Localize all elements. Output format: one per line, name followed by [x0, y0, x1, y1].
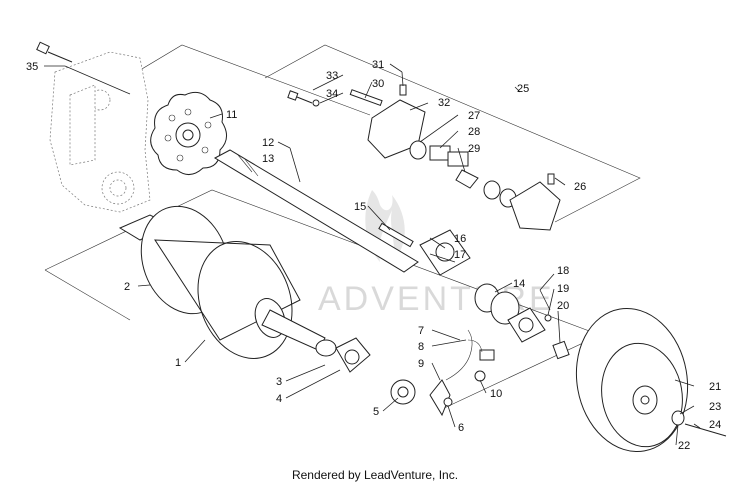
- callout-30: 30: [372, 78, 384, 90]
- part-5-gear: [390, 379, 416, 405]
- part-29-spring-clip: [455, 169, 479, 189]
- callout-29: 29: [468, 143, 480, 155]
- part-31-bleeder: [399, 84, 407, 96]
- callout-23: 23: [709, 401, 721, 413]
- callout-9: 9: [418, 358, 424, 370]
- callout-34: 34: [326, 88, 338, 100]
- callout-3: 3: [276, 376, 282, 388]
- part-15-key: [378, 222, 414, 248]
- callout-13: 13: [262, 153, 274, 165]
- part-10-nut: [474, 370, 486, 382]
- callout-19: 19: [557, 283, 569, 295]
- part-14-bearing: [474, 283, 520, 325]
- callout-17: 17: [454, 249, 466, 261]
- callout-32: 32: [438, 97, 450, 109]
- callout-28: 28: [468, 126, 480, 138]
- callout-26: 26: [574, 181, 586, 193]
- callout-33: 33: [326, 70, 338, 82]
- part-2-drive-axle: [118, 205, 326, 359]
- callout-35: 35: [26, 61, 38, 73]
- part-12-13-drive-shaft: [213, 149, 419, 273]
- part-6-bolt: [443, 397, 453, 407]
- part-16-17-bearing-plate: [419, 229, 471, 276]
- part-27-28-brake-pads: [409, 140, 469, 167]
- callout-labels: 1 2 3 4 5 6 7 8 9 10 11 12 13 14 15 16 1…: [26, 59, 721, 452]
- callout-24: 24: [709, 419, 721, 431]
- part-24-bolt: [684, 423, 727, 437]
- chaincase-housing: [49, 51, 151, 213]
- part-3-bearing: [315, 339, 337, 357]
- callout-8: 8: [418, 341, 424, 353]
- callout-14: 14: [513, 278, 525, 290]
- group-box-brake-assembly: [264, 44, 641, 223]
- callout-18: 18: [557, 265, 569, 277]
- part-4-bearing-flange: [335, 337, 371, 373]
- callout-21: 21: [709, 381, 721, 393]
- callout-16: 16: [454, 233, 466, 245]
- callout-4: 4: [276, 393, 282, 405]
- callout-12: 12: [262, 137, 274, 149]
- callout-1: 1: [175, 357, 181, 369]
- callout-25: 25: [517, 83, 529, 95]
- callout-7: 7: [418, 325, 424, 337]
- callout-2: 2: [124, 281, 130, 293]
- callout-10: 10: [490, 388, 502, 400]
- callout-27: 27: [468, 110, 480, 122]
- callout-20: 20: [557, 300, 569, 312]
- part-21-driven-clutch: [575, 307, 689, 453]
- callout-22: 22: [678, 440, 690, 452]
- part-7-9-speed-sensor: [429, 329, 495, 417]
- callout-31: 31: [372, 59, 384, 71]
- callout-5: 5: [373, 406, 379, 418]
- leader-lines: [44, 63, 701, 446]
- callout-15: 15: [354, 201, 366, 213]
- part-19-20-spacer: [544, 314, 570, 360]
- callout-11: 11: [226, 109, 237, 121]
- render-credit: Rendered by LeadVenture, Inc.: [291, 468, 459, 482]
- part-33-34-screw: [287, 90, 320, 107]
- part-18-bearing-flange: [507, 307, 546, 343]
- callout-6: 6: [458, 422, 464, 434]
- part-30-pin: [349, 89, 383, 106]
- part-26-caliper-half: [509, 173, 561, 231]
- part-11-brake-disc: [150, 91, 227, 175]
- part-35-bolt: [36, 41, 73, 63]
